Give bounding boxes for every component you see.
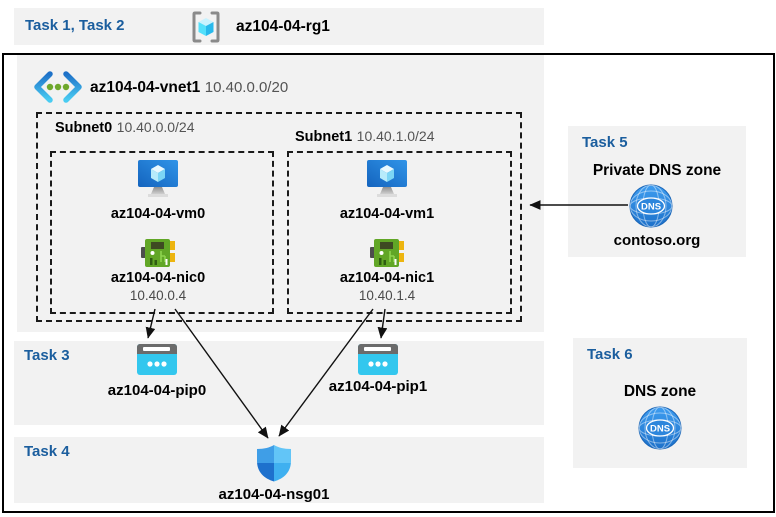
nic0-icon [141, 236, 175, 270]
subnet1-box [287, 151, 512, 314]
task5-box: Task 5 Private DNS zone DNS contoso.org [568, 126, 746, 257]
dns-zone-icon: DNS [638, 406, 682, 450]
private-dns-icon-text: DNS [641, 202, 661, 213]
vnet-cidr: 10.40.0.0/20 [204, 79, 289, 96]
pip0-name: az104-04-pip0 [107, 382, 207, 399]
nic0-name: az104-04-nic0 [110, 270, 206, 286]
task6-label: Task 6 [587, 346, 633, 363]
nic1-ip: 10.40.1.4 [358, 288, 416, 303]
task5-label: Task 5 [582, 134, 628, 151]
task4-label: Task 4 [24, 443, 70, 460]
pip1-name: az104-04-pip1 [328, 378, 428, 395]
subnet0-box [50, 151, 274, 314]
dns-zone-icon-text: DNS [650, 424, 670, 435]
nic1-name: az104-04-nic1 [339, 270, 435, 286]
pip1-icon [358, 344, 398, 375]
vnet-icon [34, 71, 82, 103]
subnet1-name: Subnet1 [295, 129, 353, 145]
task1-2-label: Task 1, Task 2 [25, 17, 125, 34]
vm0-name: az104-04-vm0 [110, 206, 206, 222]
vm0-icon [135, 160, 181, 200]
task6-box: Task 6 DNS zone DNS [573, 338, 747, 468]
vm1-icon [364, 160, 410, 200]
task1-2-banner: Task 1, Task 2 az104-04-rg1 [14, 8, 544, 45]
vnet-region [17, 55, 544, 332]
dns-zone-title: DNS zone [623, 383, 697, 400]
private-dns-zone-title: Private DNS zone [592, 162, 722, 179]
task3-label: Task 3 [24, 347, 70, 364]
vnet-name: az104-04-vnet1 [90, 79, 201, 96]
vm1-name: az104-04-vm1 [339, 206, 435, 222]
resource-group-name: az104-04-rg1 [236, 18, 330, 35]
subnet0-name: Subnet0 [55, 120, 113, 136]
nsg-icon [256, 444, 292, 483]
subnet1-cidr: 10.40.1.0/24 [356, 128, 435, 144]
pip0-icon [137, 344, 177, 375]
private-dns-zone-name: contoso.org [613, 232, 701, 249]
private-dns-icon: DNS [629, 184, 673, 228]
nic0-ip: 10.40.0.4 [129, 288, 187, 303]
resource-group-icon [189, 10, 223, 44]
nic1-icon [370, 236, 404, 270]
nsg-name: az104-04-nsg01 [218, 486, 330, 503]
subnet0-cidr: 10.40.0.0/24 [116, 119, 195, 135]
